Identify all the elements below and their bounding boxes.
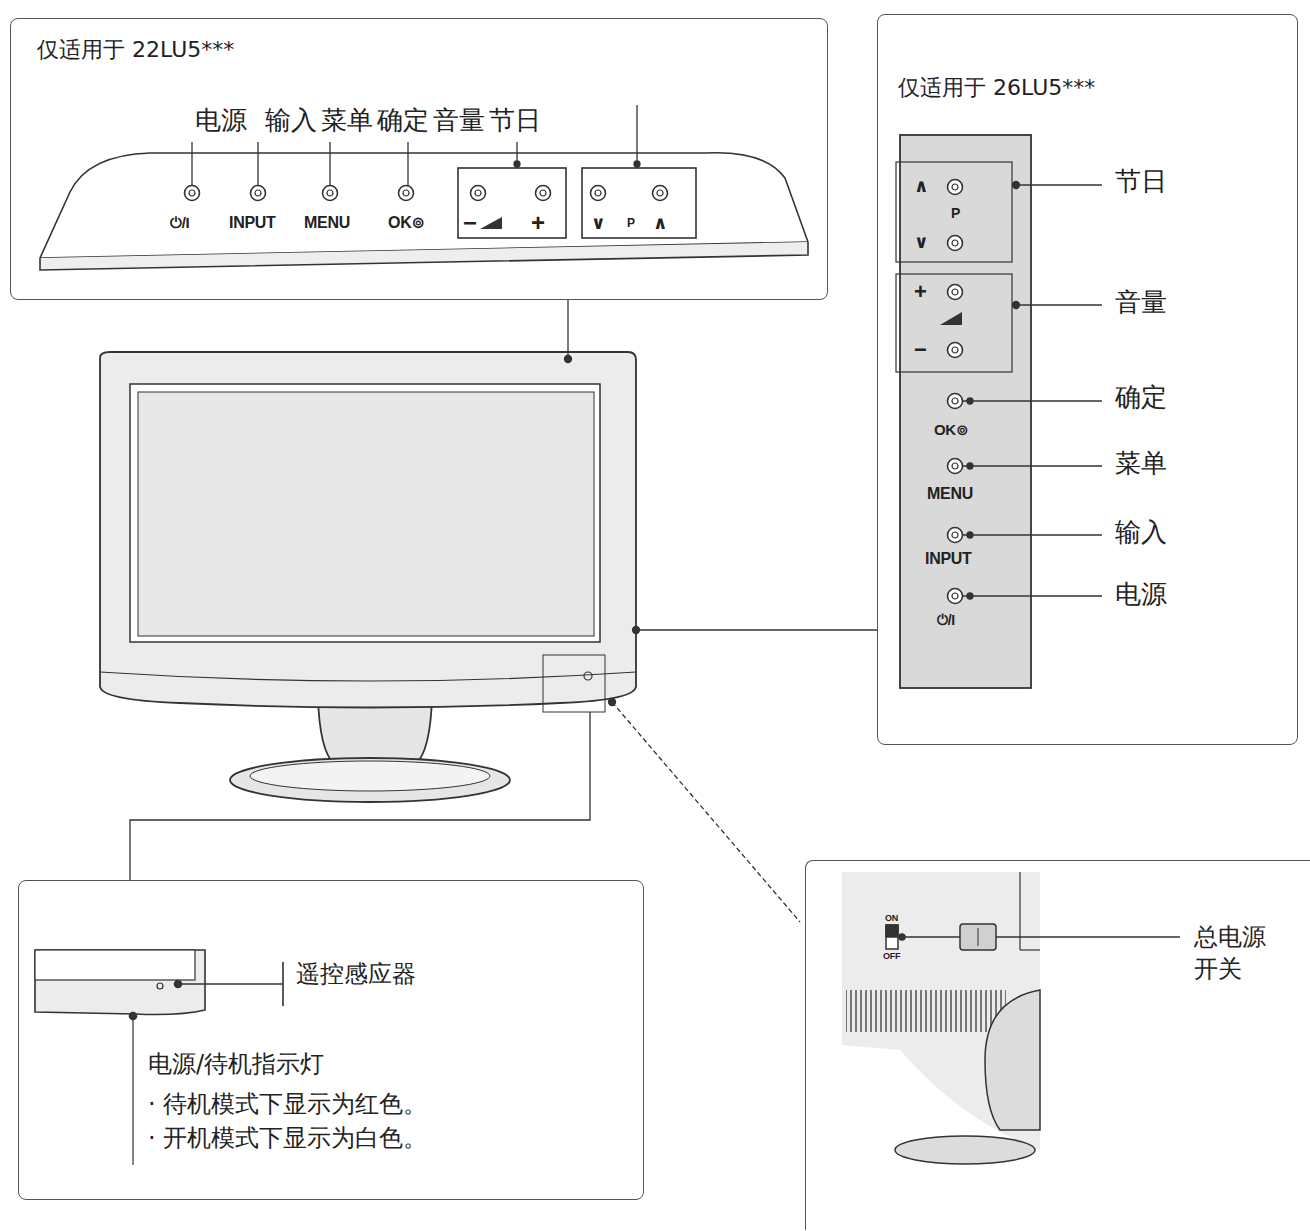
panel-26: [896, 135, 1031, 688]
button-caption: MENU: [304, 214, 350, 232]
button-caption: OK⊚: [388, 214, 425, 232]
callout-lines: [130, 300, 877, 922]
buttons-22: [185, 186, 668, 201]
part-label: 确定: [1115, 383, 1167, 413]
part-label: 节日: [1115, 167, 1167, 197]
button-caption: INPUT: [925, 550, 972, 568]
part-label: 电源: [195, 106, 247, 136]
panel-22: [40, 153, 808, 270]
callout-box: 仅适用于 22LU5***: [10, 18, 828, 300]
button-caption: ON: [885, 913, 898, 923]
button-caption: −: [463, 209, 477, 237]
part-label: 音量: [1115, 288, 1167, 318]
button-caption: ∨: [591, 213, 605, 234]
box-heading: 仅适用于 26LU5***: [898, 75, 1095, 100]
button-caption: P: [951, 205, 960, 221]
leader-lines-26: [963, 182, 1102, 600]
part-label: 节日: [489, 106, 541, 136]
tv-illustration: [100, 352, 636, 802]
callout-text: 遥控感应器: [296, 961, 416, 989]
callout-box: 遥控感应器电源/待机指示灯 · 待机模式下显示为红色。 · 开机模式下显示为白色。: [18, 880, 644, 1200]
button-caption: ∧: [914, 176, 928, 197]
part-label: 确定: [377, 106, 429, 136]
power-switch-detail: [842, 872, 1180, 1164]
callout-text: · 待机模式下显示为红色。: [148, 1091, 427, 1119]
callout-text: 电源/待机指示灯: [148, 1051, 324, 1079]
button-caption: −: [914, 337, 927, 362]
button-caption: OK⊚: [934, 421, 968, 438]
button-caption: +: [531, 209, 545, 237]
callout-text: · 开机模式下显示为白色。: [148, 1125, 427, 1153]
button-caption: ∧: [653, 213, 667, 234]
part-label: 菜单: [1115, 449, 1167, 479]
part-label: 输入: [265, 106, 317, 136]
button-caption: +: [914, 279, 927, 304]
part-label: 输入: [1115, 518, 1167, 548]
part-label: 电源: [1115, 580, 1167, 610]
button-caption: OFF: [883, 951, 900, 961]
part-label: 音量: [433, 106, 485, 136]
callout-box: 仅适用于 26LU5***: [877, 14, 1298, 745]
callout-text: 总电源 开关: [1194, 921, 1290, 986]
button-caption: P: [627, 217, 635, 231]
part-label: 菜单: [321, 106, 373, 136]
callout-box: 总电源 开关: [805, 860, 1310, 1230]
buttons-26: [948, 180, 963, 604]
button-caption: MENU: [927, 485, 973, 503]
button-caption: INPUT: [229, 214, 276, 232]
button-caption: ∨: [914, 232, 928, 253]
button-caption: ⏻/I: [170, 214, 189, 231]
button-caption: ⏻/I: [937, 612, 955, 628]
leader-lines-22: [192, 105, 640, 185]
box-heading: 仅适用于 22LU5***: [37, 37, 234, 62]
